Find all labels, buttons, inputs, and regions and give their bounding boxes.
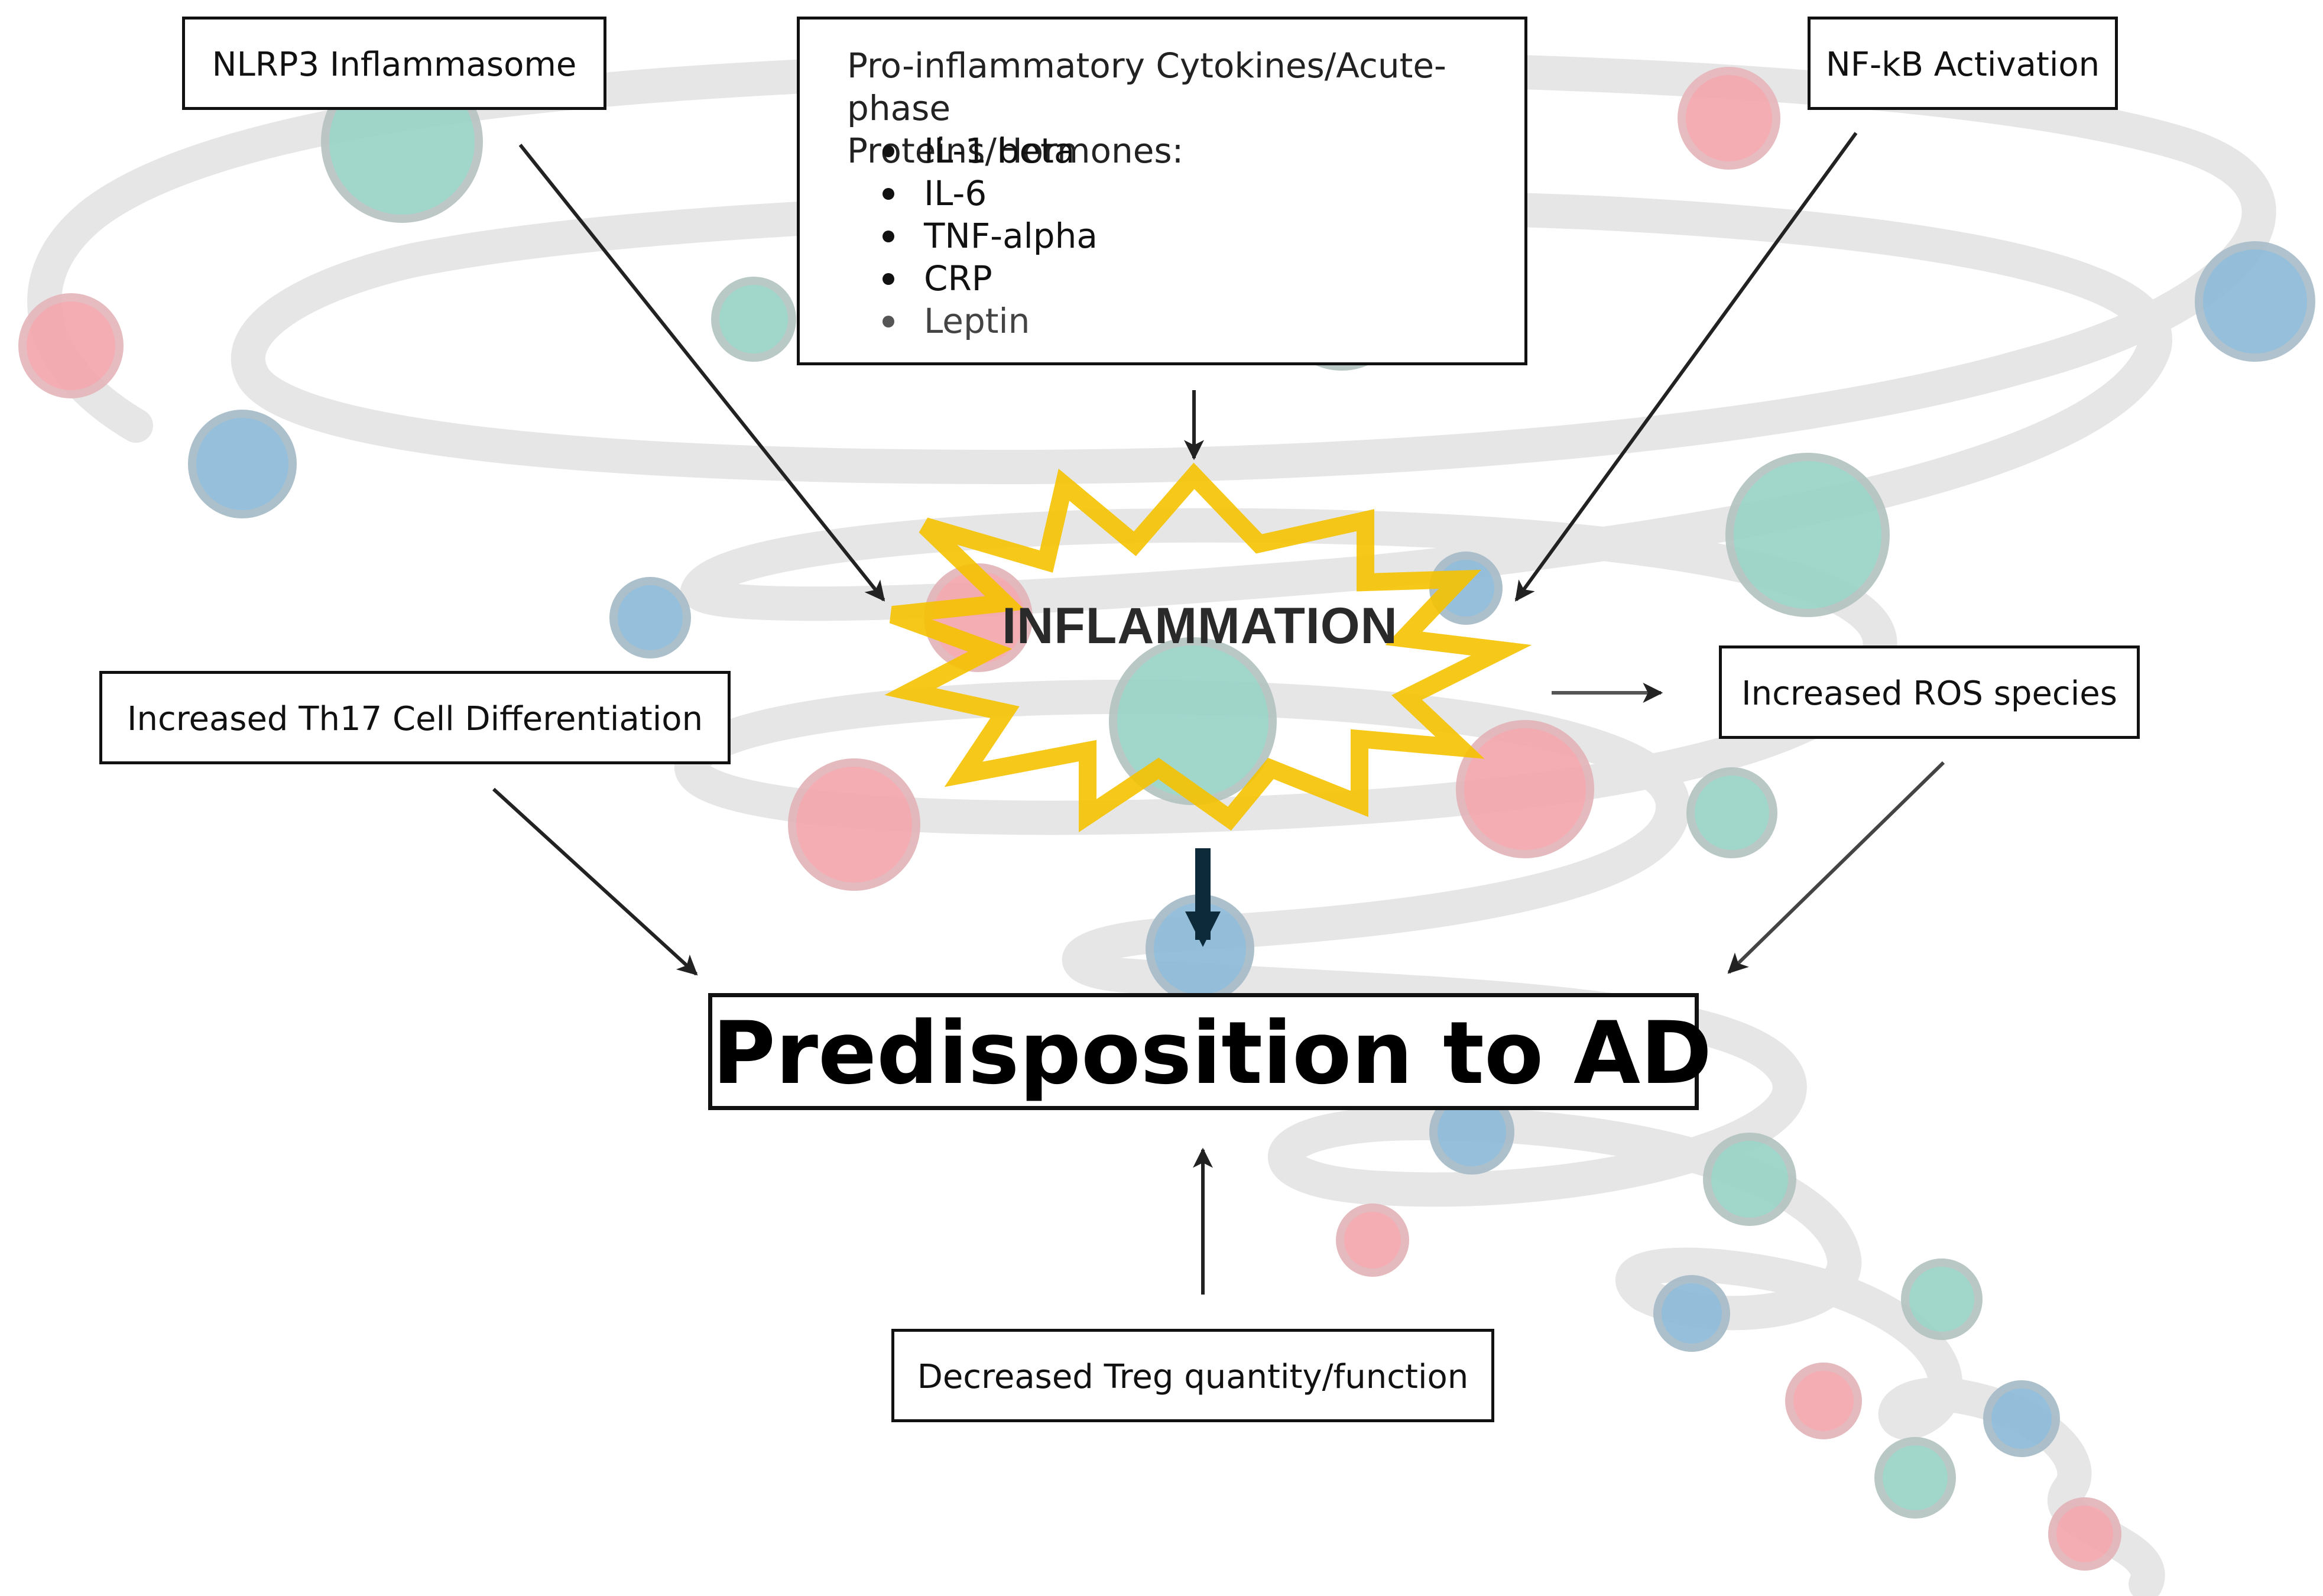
cytokines-list: IL-1 beta IL-6 TNF-alpha CRP Leptin (883, 129, 1098, 342)
arrow-ros-to-outcome (1727, 761, 1945, 974)
bubble (1686, 767, 1777, 858)
bubble (18, 293, 124, 398)
bubble (1725, 453, 1890, 617)
inflammation-label: INFLAMMATION (1002, 598, 1398, 654)
bubble (1653, 1275, 1730, 1352)
cytokine-item: Leptin (883, 300, 1098, 342)
node-nlrp3-label: NLRP3 Inflammasome (212, 46, 577, 84)
bubble (1785, 1363, 1862, 1439)
node-nfkb-label: NF-kB Activation (1825, 46, 2100, 84)
node-ros-species: Increased ROS species (1719, 645, 2140, 739)
bubble (1703, 1133, 1796, 1226)
node-nfkb-activation: NF-kB Activation (1808, 17, 2118, 110)
cytokine-item: CRP (883, 257, 1098, 300)
bubble (1901, 1258, 1983, 1340)
bubble (1874, 1437, 1956, 1519)
node-treg-decrease: Decreased Treg quantity/function (891, 1329, 1494, 1422)
node-th17-label: Increased Th17 Cell Differentiation (126, 700, 703, 738)
bubble (188, 410, 297, 518)
bubble (1983, 1380, 2060, 1457)
arrows (492, 132, 1945, 1295)
cytokine-item: IL-6 (883, 172, 1098, 215)
bubble (1336, 1204, 1409, 1277)
node-th17-differentiation: Increased Th17 Cell Differentiation (99, 671, 731, 764)
bubble (609, 577, 691, 658)
node-ros-label: Increased ROS species (1741, 674, 2117, 713)
bubble (788, 758, 920, 891)
bubble (711, 277, 796, 362)
arrow-th17-to-outcome (492, 787, 698, 976)
node-outcome: Predisposition to AD (708, 993, 1712, 1110)
cytokines-title-line-1: Pro-inflammatory Cytokines/Acute-phase (847, 46, 1446, 128)
cytokines-title: Pro-inflammatory Cytokines/Acute-phase P… (847, 44, 1524, 172)
arrow-nlrp3-to-inflammation (518, 144, 885, 602)
cytokine-item: TNF-alpha (883, 216, 1098, 256)
node-cytokines: Pro-inflammatory Cytokines/Acute-phase P… (797, 17, 1527, 365)
bubble (1678, 67, 1780, 170)
arrow-nfkb-to-inflammation (1514, 132, 1858, 602)
node-treg-label: Decreased Treg quantity/function (917, 1358, 1469, 1396)
inflammation-starburst (884, 462, 1532, 833)
outcome-label: Predisposition to AD (712, 1003, 1712, 1104)
node-nlrp3-inflammasome: NLRP3 Inflammasome (182, 17, 606, 110)
bubble (1456, 720, 1594, 858)
cytokine-item: IL-1 beta (883, 129, 1098, 172)
bubble (2048, 1497, 2121, 1571)
cytokines-title-line-2: Proteins/Hormones: (847, 131, 1184, 171)
bubble (2195, 241, 2315, 362)
